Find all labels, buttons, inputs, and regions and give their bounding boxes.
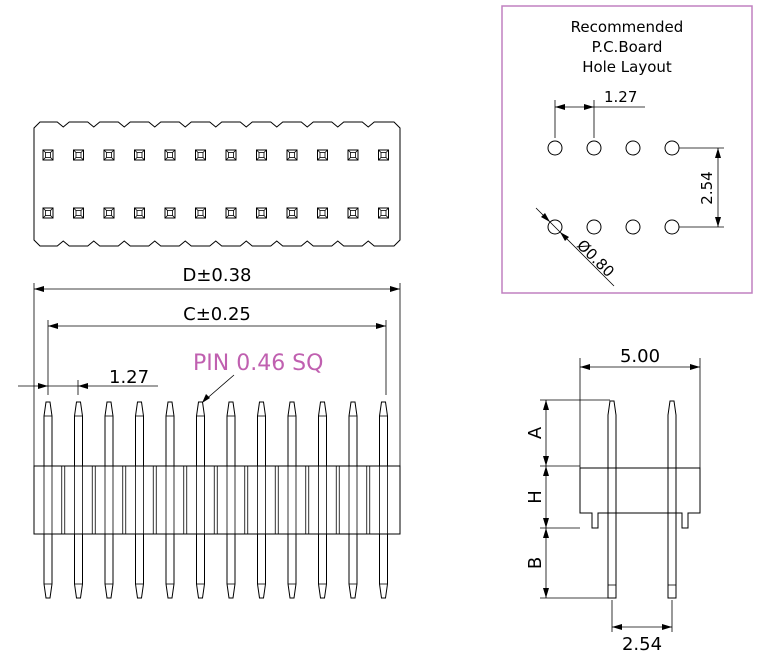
- top-pin: [317, 207, 328, 219]
- top-pin: [256, 207, 267, 219]
- pcb-title-line-2: P.C.Board: [592, 38, 663, 56]
- pcb-hole: [664, 219, 680, 235]
- front-pin: [257, 401, 266, 599]
- top-pin: [42, 207, 54, 219]
- side-width-label: 5.00: [620, 346, 660, 367]
- front-pin: [135, 401, 144, 599]
- top-pin: [103, 149, 115, 161]
- c-dimension-label: C±0.25: [183, 304, 251, 325]
- d-dimension: D±0.38: [33, 265, 401, 466]
- front-pin: [104, 401, 114, 599]
- front-pin: [196, 401, 205, 599]
- pcb-layout-border: [501, 5, 753, 294]
- top-pin: [378, 207, 389, 219]
- pin-callout: PIN 0.46 SQ: [193, 351, 323, 403]
- top-pin: [256, 149, 267, 161]
- pitch-dimension: 1.27: [18, 367, 158, 395]
- front-pin: [379, 401, 388, 599]
- pcb-row-pitch-label: 2.54: [698, 171, 716, 204]
- top-pin: [42, 149, 54, 161]
- pcb-hole: [586, 219, 602, 235]
- pcb-title-line-1: Recommended: [571, 18, 684, 36]
- top-pin: [347, 149, 359, 161]
- pcb-hole: [625, 219, 641, 235]
- pcb-holes: [547, 140, 680, 235]
- top-pin: [103, 207, 115, 219]
- pcb-hole: [664, 140, 680, 156]
- pcb-hole: [625, 140, 641, 156]
- front-pin: [287, 401, 297, 599]
- side-row-pitch-label: 2.54: [622, 634, 662, 655]
- pcb-hole: [586, 140, 602, 156]
- front-housing: [33, 465, 401, 535]
- top-pin: [73, 149, 84, 161]
- front-pin: [165, 401, 175, 599]
- front-pin: [74, 401, 83, 599]
- c-dimension: C±0.25: [47, 304, 387, 395]
- top-pin: [73, 207, 84, 219]
- top-pin: [164, 149, 176, 161]
- top-pin: [225, 207, 237, 219]
- top-pin: [195, 149, 206, 161]
- dim-h-label: H: [525, 490, 546, 504]
- dim-a-label: A: [525, 426, 546, 439]
- pcb-hole: [547, 140, 563, 156]
- top-pin: [134, 149, 145, 161]
- top-pin: [164, 207, 176, 219]
- pcb-layout-panel: Recommended P.C.Board Hole Layout 1.27 2…: [501, 5, 753, 294]
- side-pin-right: [667, 400, 677, 599]
- top-pin: [286, 207, 298, 219]
- pin-callout-label: PIN 0.46 SQ: [193, 351, 323, 376]
- top-view-pins: [42, 149, 389, 219]
- top-pin: [378, 149, 389, 161]
- pcb-hole-diameter-label: Ø0.80: [573, 236, 618, 281]
- front-view-pins: [43, 401, 388, 599]
- dim-b-label: B: [525, 557, 546, 569]
- front-pin: [226, 401, 236, 599]
- top-pin: [134, 207, 145, 219]
- front-pin: [348, 401, 358, 599]
- front-pin: [43, 401, 53, 599]
- top-pin: [347, 207, 359, 219]
- top-view-outline: [33, 121, 401, 247]
- top-view: [33, 121, 401, 247]
- top-pin: [225, 149, 237, 161]
- pcb-hole: [547, 219, 563, 235]
- top-pin: [317, 149, 328, 161]
- top-pin: [286, 149, 298, 161]
- top-pin: [195, 207, 206, 219]
- front-pin: [318, 401, 327, 599]
- d-dimension-label: D±0.38: [182, 265, 251, 286]
- side-view: 5.00 A H B 2.54: [525, 346, 701, 655]
- side-pin-left: [607, 400, 617, 599]
- pcb-title-line-3: Hole Layout: [582, 58, 672, 76]
- pitch-dimension-label: 1.27: [109, 367, 149, 388]
- front-view: D±0.38 C±0.25 1.27 PIN 0.46 SQ: [18, 265, 401, 599]
- pcb-pitch-label: 1.27: [604, 88, 637, 106]
- side-housing: [579, 467, 701, 529]
